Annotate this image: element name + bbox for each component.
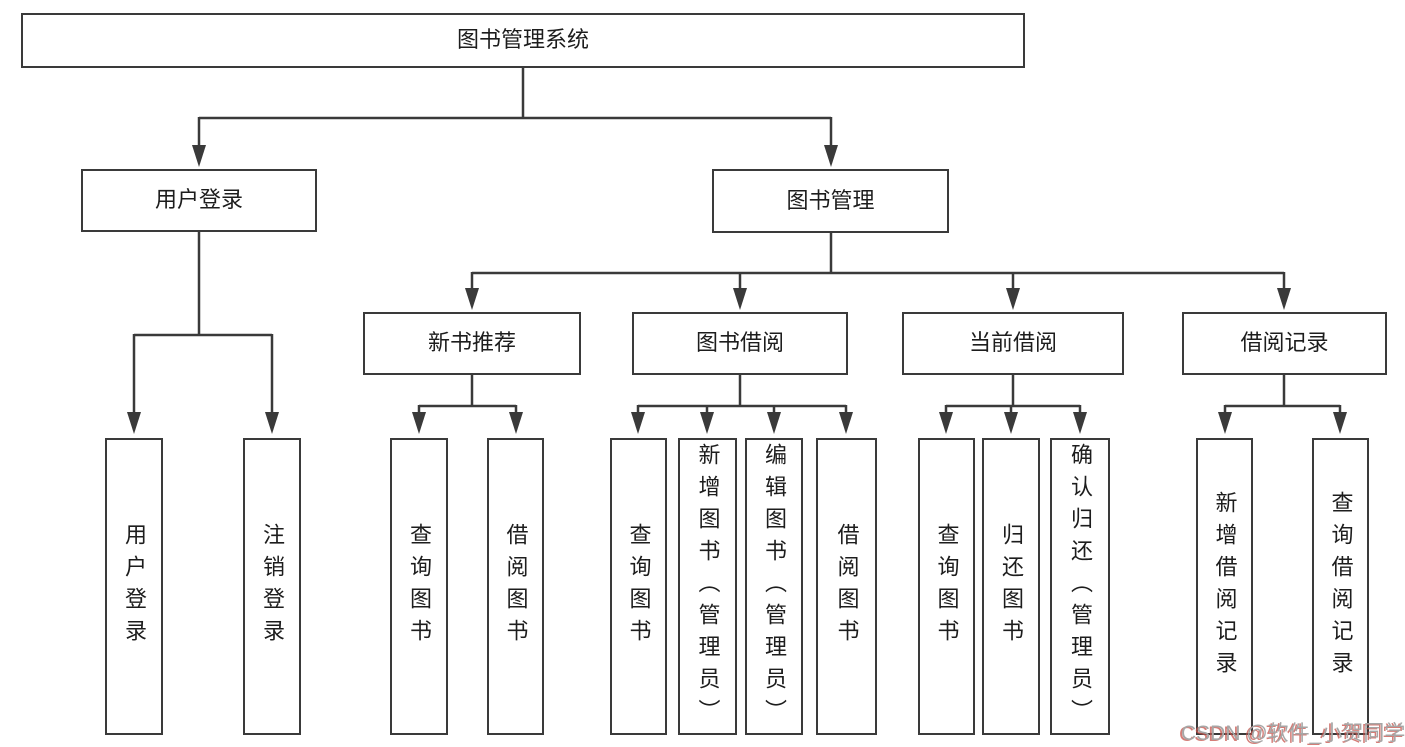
node-borrow-records-label: 借阅记录 <box>1240 330 1329 356</box>
arrowheads <box>127 145 1347 434</box>
leaf-query-books-recommend: 查询图书 <box>390 438 448 735</box>
leaf-add-books-admin: 新增图书（管理员） <box>678 438 737 735</box>
node-new-book-recommend-label: 新书推荐 <box>427 330 516 356</box>
node-current-borrow-label: 当前借阅 <box>968 330 1057 356</box>
node-current-borrow: 当前借阅 <box>902 312 1124 375</box>
leaf-return-books: 归还图书 <box>982 438 1040 735</box>
leaf-label: 确认归还（管理员） <box>1068 442 1093 731</box>
leaf-borrow-books: 借阅图书 <box>816 438 877 735</box>
node-book-borrow: 图书借阅 <box>632 312 848 375</box>
leaf-confirm-return-admin: 确认归还（管理员） <box>1050 438 1110 735</box>
leaf-label: 用户登录 <box>122 522 147 651</box>
leaf-label: 新增借阅记录 <box>1212 490 1238 683</box>
leaf-label: 查询图书 <box>626 522 652 651</box>
node-book-management-label: 图书管理 <box>786 187 875 213</box>
node-library-system: 图书管理系统 <box>21 13 1025 68</box>
leaf-add-borrow-record: 新增借阅记录 <box>1196 438 1253 735</box>
leaf-label: 查询借阅记录 <box>1328 490 1354 683</box>
leaf-logout-action: 注销登录 <box>243 438 301 735</box>
leaf-label: 借阅图书 <box>503 522 529 651</box>
node-user-login-label: 用户登录 <box>154 187 243 213</box>
leaf-query-borrow-record: 查询借阅记录 <box>1312 438 1369 735</box>
leaf-label: 注销登录 <box>260 522 285 651</box>
leaf-label: 新增图书（管理员） <box>695 442 721 731</box>
leaf-user-login-action: 用户登录 <box>105 438 163 735</box>
leaf-borrow-books-recommend: 借阅图书 <box>487 438 544 735</box>
node-borrow-records: 借阅记录 <box>1182 312 1387 375</box>
node-library-system-label: 图书管理系统 <box>456 27 589 53</box>
node-new-book-recommend: 新书推荐 <box>363 312 581 375</box>
node-user-login: 用户登录 <box>81 169 317 232</box>
leaf-label: 归还图书 <box>999 522 1024 651</box>
node-book-borrow-label: 图书借阅 <box>695 330 784 356</box>
node-book-management: 图书管理 <box>712 169 949 233</box>
leaf-query-books-current: 查询图书 <box>918 438 975 735</box>
csdn-watermark: CSDN @软件_小贺同学 <box>1181 722 1405 745</box>
leaf-label: 编辑图书（管理员） <box>762 442 787 731</box>
leaf-label: 查询图书 <box>934 522 960 651</box>
leaf-edit-books-admin: 编辑图书（管理员） <box>745 438 803 735</box>
leaf-label: 查询图书 <box>407 522 432 651</box>
leaf-query-books-borrow: 查询图书 <box>610 438 667 735</box>
leaf-label: 借阅图书 <box>834 522 860 651</box>
